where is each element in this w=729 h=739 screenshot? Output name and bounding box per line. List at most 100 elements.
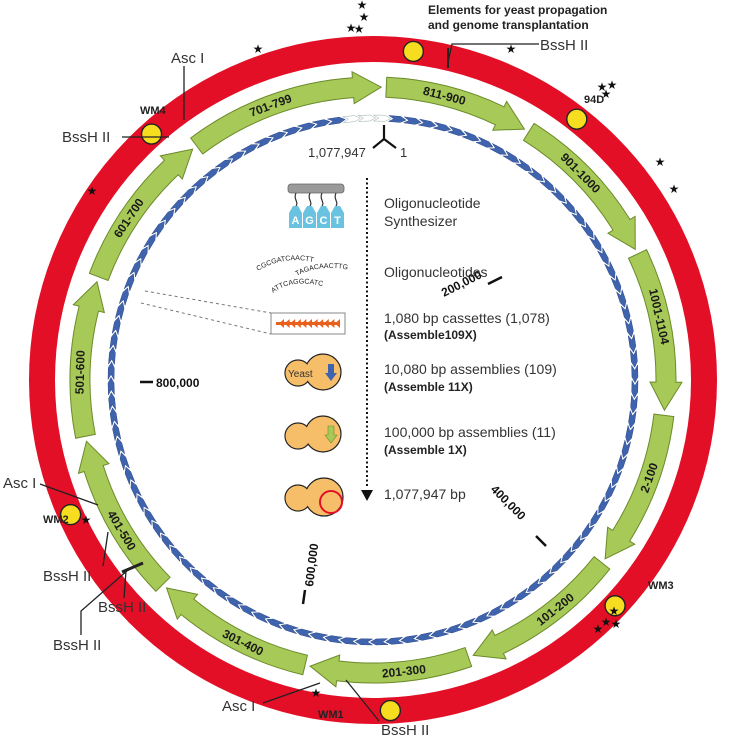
position-mark-600000: 600,000: [301, 542, 321, 605]
cassette-arrow: [631, 379, 639, 399]
cassette-arrow: [190, 568, 208, 584]
leader-line: [262, 682, 321, 704]
cassette-arrow: [550, 557, 567, 573]
star-icon: ★: [601, 615, 612, 629]
star-icon: ★: [81, 513, 92, 527]
cassette-arrow: [580, 221, 594, 239]
star-icon: ★: [359, 10, 370, 24]
site-label: BssH II: [43, 568, 91, 585]
cassette-arrow: [170, 546, 186, 563]
cassette-arrow: [226, 597, 245, 610]
star-icon: ★: [609, 604, 620, 618]
cut-mark: [121, 561, 144, 574]
marker-WM2: [59, 503, 82, 526]
cassette-arrow: [253, 137, 273, 149]
cassette-arrow: [160, 533, 176, 551]
title-line-1: Elements for yeast propagation: [428, 3, 607, 17]
cassette-arrow: [144, 508, 158, 527]
cassette-arrow: [354, 638, 374, 646]
cassette-arrow: [124, 466, 136, 486]
cassette-arrow: [108, 392, 117, 412]
cassette-arrow: [341, 115, 361, 124]
cassette-chevron: [318, 319, 324, 328]
leader-line: [447, 43, 539, 63]
cassette-arrow: [385, 636, 405, 645]
segment-arrow: [309, 646, 473, 688]
cassette-arrow: [625, 424, 635, 444]
cassette-arrow: [461, 130, 480, 142]
star-annotations: ★★★★★★★★★★★★★★★★★★: [81, 0, 680, 700]
cassette-chevron: [290, 319, 296, 328]
cassette-arrow: [400, 634, 420, 644]
workflow-arrowhead-icon: [361, 490, 373, 501]
cassette-arrow: [487, 603, 507, 616]
cassette-arrow: [214, 588, 232, 602]
cassette-arrow: [475, 136, 494, 148]
cassette-arrow: [296, 122, 316, 133]
cassette-arrow: [631, 364, 639, 384]
cassette-arrow: [152, 521, 166, 539]
site-label: BssH II: [98, 599, 146, 616]
vial-icon: [317, 206, 330, 228]
cassette-arrow: [118, 287, 129, 307]
cassette-arrow: [179, 187, 196, 203]
step-final-genome: 1,077,947 bp: [384, 486, 466, 502]
marker-label-94d: 94D: [584, 94, 604, 106]
title-line-2: and genome transplantation: [428, 18, 589, 32]
cassette-arrow: [294, 628, 314, 639]
cassette-arrow: [135, 246, 148, 265]
segment-arrow: [69, 280, 106, 439]
cassette-arrow: [326, 116, 346, 126]
cassette-arrow: [604, 260, 616, 280]
segment-301-400: 301-400: [165, 587, 309, 676]
segment-arrow: [472, 555, 611, 660]
segment-501-600: 501-600: [69, 280, 106, 439]
synthetic-genome-icon: [319, 490, 343, 514]
cassette-arrow: [432, 121, 452, 132]
cassette-arrow: [501, 150, 520, 163]
cassette-arrow: [590, 508, 603, 527]
cassette-arrow: [624, 318, 634, 338]
cassette-arrow: [252, 612, 271, 624]
cassette-arrow: [280, 624, 300, 635]
segment-arrow: [604, 413, 675, 560]
segment-label: 501-600: [73, 350, 88, 395]
marker-label-wm3: WM3: [648, 580, 674, 592]
oligo-sequence: ATTCAGGCATCATG: [0, 0, 324, 295]
cassette-chevron: [279, 319, 284, 328]
cassette-chevron: [284, 319, 290, 328]
cassette-arrow: [159, 209, 175, 226]
cassette-arrow: [281, 126, 301, 137]
site-label: BssH II: [540, 37, 588, 54]
step-synthesizer-line1: Oligonucleotide: [384, 195, 481, 211]
leader-line: [80, 569, 129, 635]
cassette-arrow: [550, 186, 566, 203]
segment-arrow: [385, 76, 526, 131]
cassette-arrow: [539, 567, 556, 583]
svg-text:600,000: 600,000: [302, 542, 321, 587]
marker-label-wm4: WM4: [140, 105, 167, 117]
yeast-cell-icon: [284, 477, 344, 517]
cassette-arrow: [109, 407, 119, 427]
origin-marker: [372, 125, 397, 149]
position-mark-400000: 400,000: [488, 482, 547, 547]
star-icon: ★: [607, 78, 618, 92]
step-oligonucleotides: Oligonucleotides: [384, 264, 488, 280]
cassette-arrow: [190, 177, 207, 193]
cassette-arrow: [415, 631, 435, 641]
genome-start-label: 1: [400, 145, 407, 160]
cassette-chevron: [323, 319, 329, 328]
leader-line: [102, 531, 109, 567]
cassette-arrow: [180, 557, 196, 574]
star-icon: ★: [611, 617, 622, 631]
vial-icon: [303, 206, 316, 228]
segment-arrow: [522, 122, 636, 251]
cassette-arrow: [137, 494, 150, 514]
cassette-arrow: [109, 331, 118, 351]
site-label: BssH II: [62, 129, 110, 146]
marker-WM4: [140, 123, 163, 145]
vial-letter: C: [320, 215, 328, 227]
segment-arrow: [627, 248, 683, 412]
cassette-arrow: [430, 627, 450, 638]
